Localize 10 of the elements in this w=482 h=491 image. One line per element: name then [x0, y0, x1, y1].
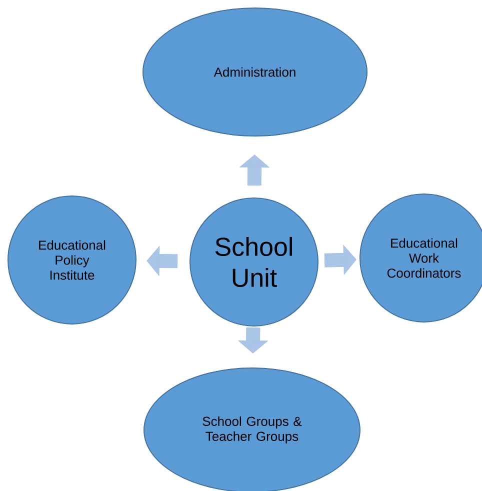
node-label: Educational Work Coordinators — [387, 238, 461, 278]
circle-node — [8, 196, 136, 324]
ellipse-node — [142, 8, 368, 136]
circle-node — [360, 194, 482, 322]
node-label: Administration — [214, 67, 296, 77]
circle-node — [190, 198, 318, 326]
node-label: School Groups & Teacher Groups — [202, 416, 302, 444]
node-label: School Unit — [215, 236, 292, 288]
node-label: Educational Policy Institute — [39, 240, 106, 280]
ellipse-node — [144, 368, 360, 491]
